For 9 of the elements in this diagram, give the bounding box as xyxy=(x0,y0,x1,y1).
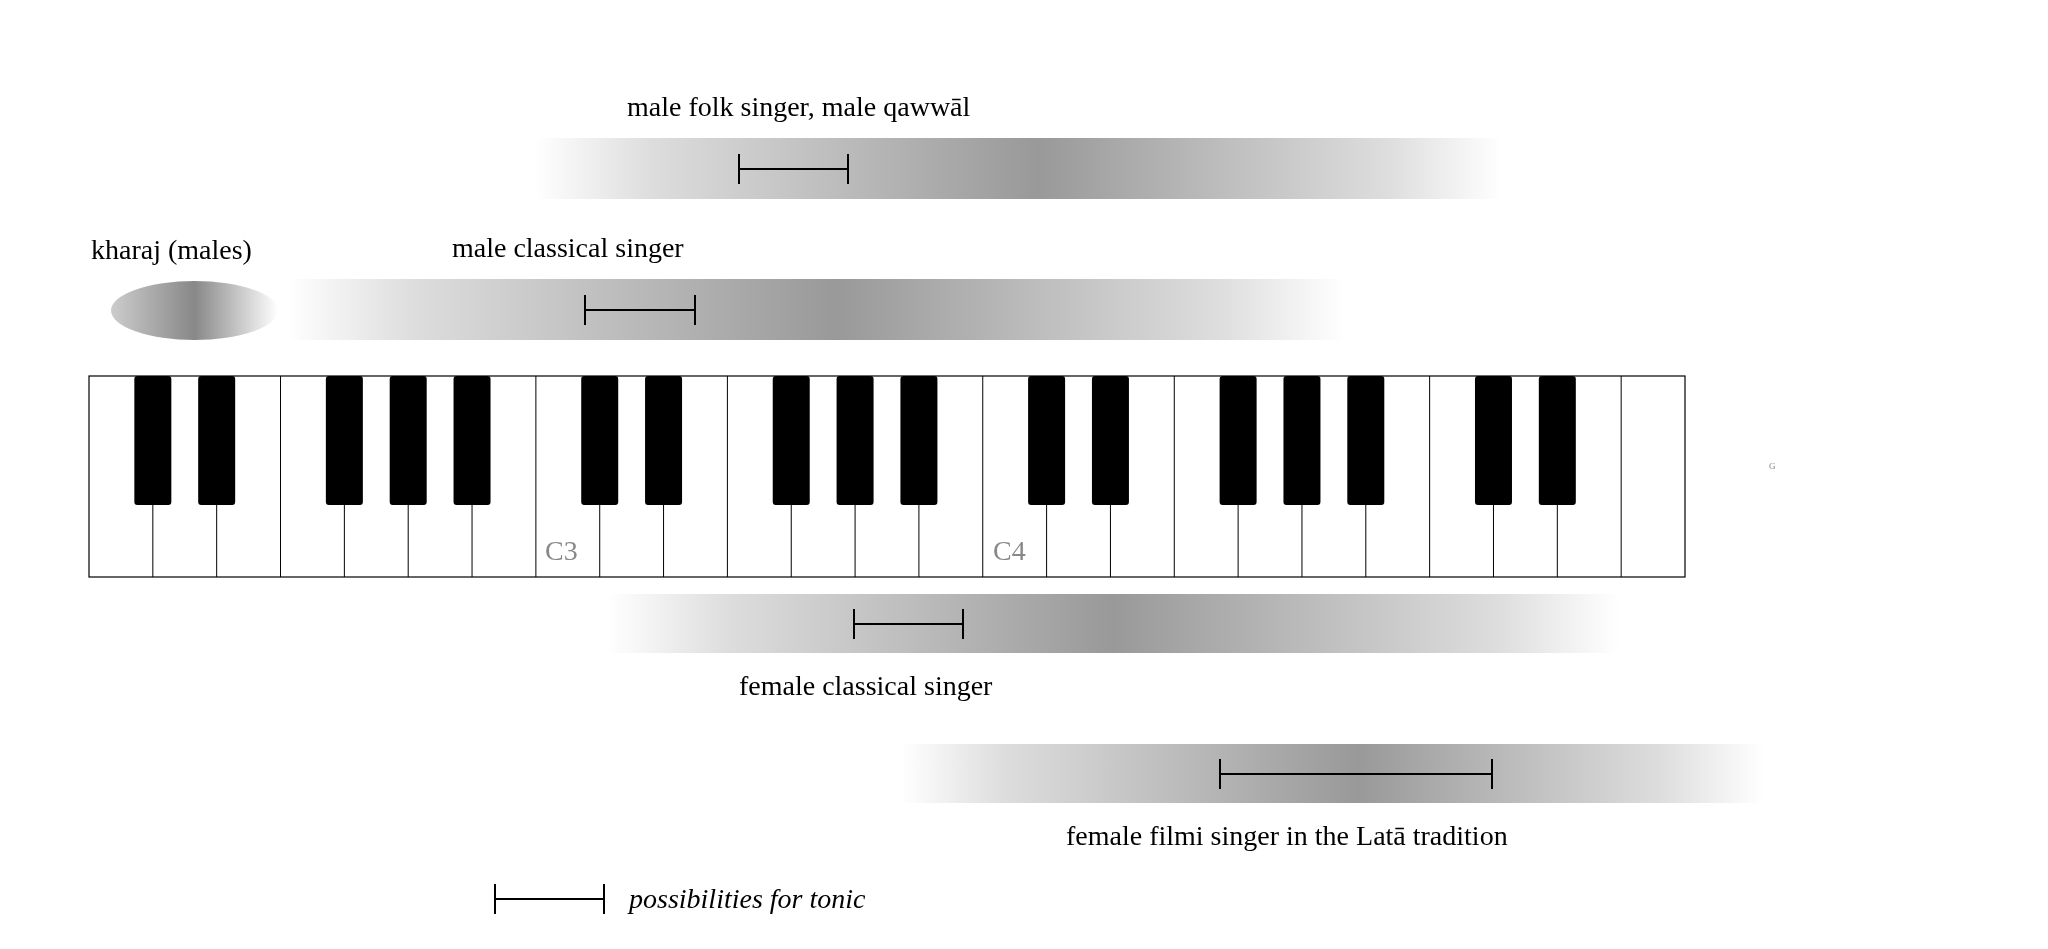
note-label: C4 xyxy=(993,534,1026,568)
note-label: C3 xyxy=(545,534,578,568)
range-heading: male classical singer xyxy=(452,232,684,263)
range-heading: female classical singer xyxy=(739,670,993,701)
range-heading: kharaj (males) xyxy=(91,234,252,265)
note-label: G xyxy=(1769,460,1776,473)
range-heading: female filmi singer in the Latā tradition xyxy=(1066,820,1508,851)
range-heading: male folk singer, male qawwāl xyxy=(627,91,971,122)
legend-text: possibilities for tonic xyxy=(629,882,866,916)
